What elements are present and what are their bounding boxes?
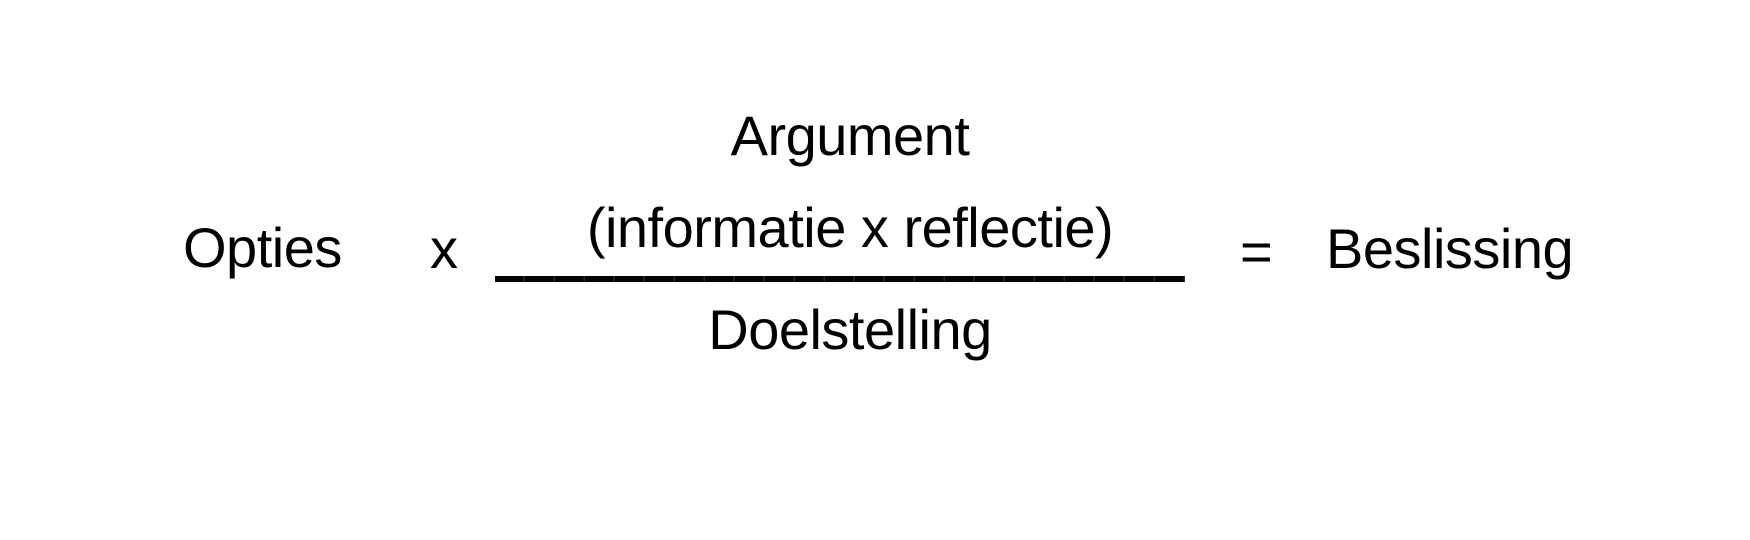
formula-equals-sign: = — [1240, 220, 1273, 283]
fraction-denominator: Doelstelling — [708, 298, 992, 361]
fraction-numerator-line2: (informatie x reflectie) — [586, 196, 1114, 259]
fraction-numerator-line1: Argument — [730, 104, 970, 167]
formula-left-operand: Opties — [183, 216, 342, 279]
formula-multiply-sign: x — [430, 217, 458, 280]
formula-result: Beslissing — [1326, 217, 1574, 280]
fraction-bar — [495, 276, 1185, 282]
